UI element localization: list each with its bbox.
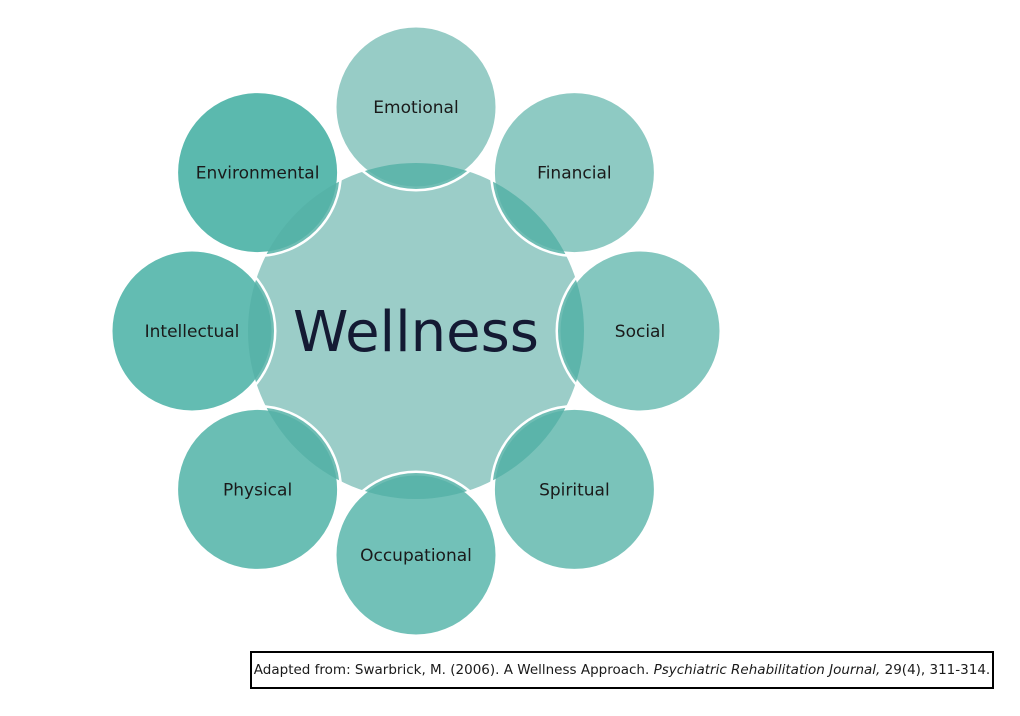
node-social-label: Social [615,322,665,342]
node-physical-label: Physical [223,480,292,500]
node-environmental-label: Environmental [196,164,320,184]
wellness-center-label: Wellness [293,300,539,365]
citation-box: Adapted from: Swarbrick, M. (2006). A We… [250,651,994,689]
citation-prefix: Adapted from: Swarbrick, M. (2006). A We… [253,662,654,678]
node-intellectual-label: Intellectual [145,322,240,342]
node-spiritual-label: Spiritual [539,480,610,500]
node-occupational-label: Occupational [360,546,472,566]
node-emotional-label: Emotional [373,98,458,118]
node-financial-label: Financial [537,164,611,184]
wellness-center-circle [248,163,584,499]
citation-journal: Psychiatric Rehabilitation Journal, [653,662,881,678]
citation-suffix: 29(4), 311-314. [880,662,991,678]
